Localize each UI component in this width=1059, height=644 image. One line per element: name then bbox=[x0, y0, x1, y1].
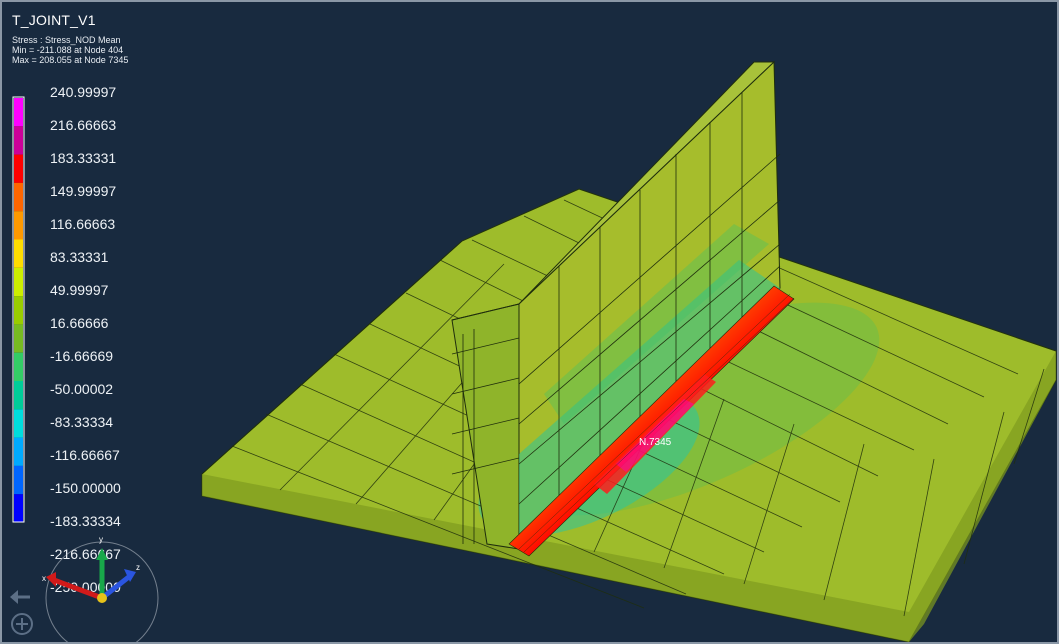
left-arrow-icon[interactable] bbox=[10, 590, 30, 604]
legend-color-swatch bbox=[14, 154, 23, 183]
z-axis-arrow bbox=[100, 574, 132, 600]
legend-value: 16.66666 bbox=[50, 315, 109, 331]
x-label: x bbox=[42, 574, 46, 583]
legend-color-swatch bbox=[14, 465, 23, 495]
legend-value: -50.00002 bbox=[50, 381, 114, 397]
legend-value: -150.00000 bbox=[50, 480, 121, 496]
legend-value: 116.66663 bbox=[50, 216, 116, 232]
legend-color-swatch bbox=[14, 296, 23, 325]
legend-value: 216.66663 bbox=[50, 117, 117, 133]
min-stress-text: Min = -211.088 at Node 404 bbox=[12, 45, 124, 55]
legend-value: -16.66669 bbox=[50, 348, 114, 364]
legend-color-swatch bbox=[14, 239, 23, 268]
max-stress-text: Max = 208.055 at Node 7345 bbox=[12, 55, 129, 65]
legend-color-swatch bbox=[14, 409, 23, 438]
legend-color-swatch bbox=[14, 267, 23, 297]
legend-value: 183.33331 bbox=[50, 150, 117, 166]
legend-color-swatch bbox=[14, 324, 23, 353]
plus-circle-icon[interactable] bbox=[11, 613, 33, 635]
axis-triad[interactable]: x y z bbox=[42, 535, 159, 642]
legend-color-swatch bbox=[14, 352, 23, 381]
legend-color-swatch bbox=[14, 211, 23, 240]
legend-value: -116.66667 bbox=[50, 447, 120, 463]
z-label: z bbox=[136, 563, 140, 572]
legend-value: 149.99997 bbox=[50, 183, 117, 199]
node-marker: N.7345 bbox=[639, 437, 672, 448]
legend-value: 49.99997 bbox=[50, 282, 109, 298]
legend-colorbar bbox=[12, 96, 25, 523]
result-label: Stress : Stress_NOD Mean bbox=[12, 35, 121, 45]
legend-color-swatch bbox=[14, 182, 23, 212]
model-viewport[interactable]: T_JOINT_V1 Stress : Stress_NOD Mean Min … bbox=[4, 4, 1057, 642]
t-joint-model[interactable]: N.7345 x y z bbox=[4, 4, 1057, 642]
triad-center bbox=[97, 593, 107, 603]
x-axis-arrow bbox=[53, 577, 103, 601]
legend-color-swatch bbox=[14, 126, 23, 155]
legend-color-swatch bbox=[14, 437, 23, 466]
legend-value: -183.33334 bbox=[50, 513, 121, 529]
model-title: T_JOINT_V1 bbox=[12, 12, 96, 28]
weld-hotspot bbox=[508, 285, 795, 557]
legend-value: 83.33331 bbox=[50, 249, 109, 265]
legend-color-swatch bbox=[14, 494, 23, 523]
legend-value: 240.99997 bbox=[50, 84, 117, 100]
legend-color-swatch bbox=[14, 381, 23, 410]
y-label: y bbox=[99, 535, 103, 544]
legend-value: -83.33334 bbox=[50, 414, 114, 430]
legend-color-swatch bbox=[14, 98, 23, 127]
